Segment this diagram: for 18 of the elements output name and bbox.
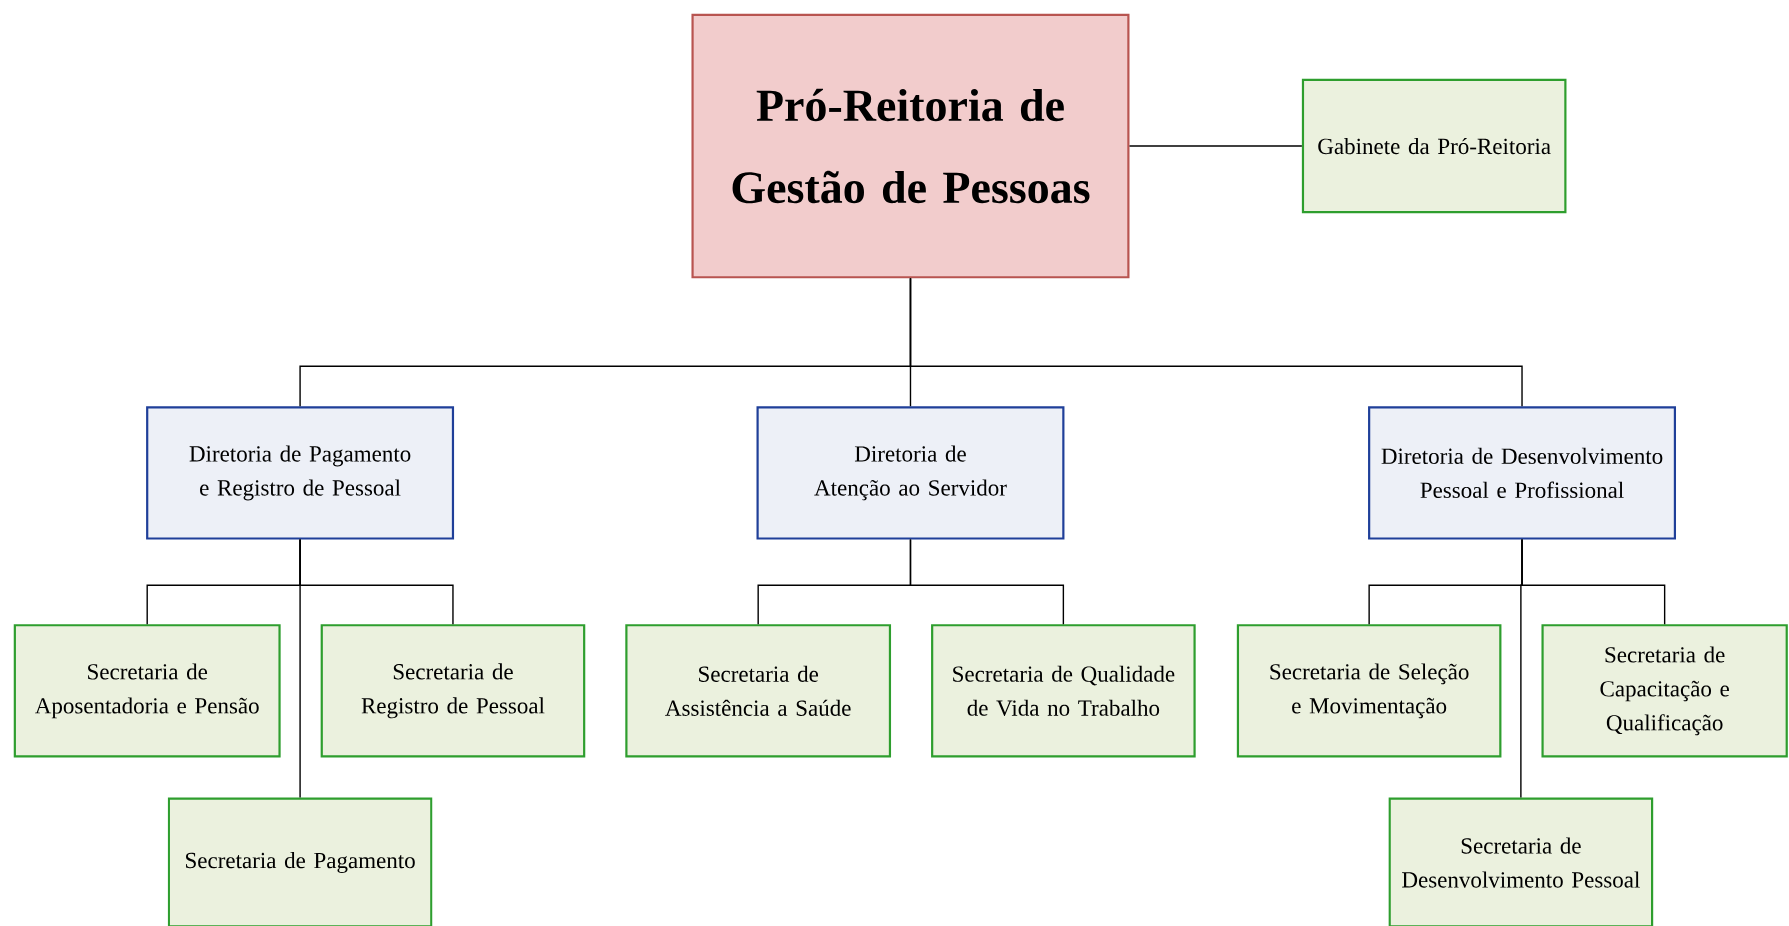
secretariat-box: Secretaria de Qualidade de Vida no Trabalho (931, 624, 1196, 758)
secretariat-box: Secretaria de Aposentadoria e Pensão (13, 624, 281, 758)
secretariat-box: Secretaria de Registro de Pessoal (320, 624, 586, 758)
secretariat-box: Secretaria de Assistência a Saúde (625, 624, 892, 758)
secretariat-box: Secretaria de Seleção e Movimentação (1236, 624, 1502, 758)
connector-line (299, 538, 301, 799)
secretariat-box: Gabinete da Pró-Reitoria (1301, 78, 1567, 214)
connector-line (1128, 145, 1303, 147)
directorate-box: Diretoria de Pagamento e Registro de Pessoal (146, 406, 455, 540)
main-title-box: Pró-Reitoria de Gestão de Pessoas (691, 13, 1130, 279)
directorate-box: Diretoria de Atenção ao Servidor (756, 406, 1065, 540)
connector-line (909, 277, 1523, 407)
directorate-box: Diretoria de Desenvolvimento Pessoal e Profissional (1368, 406, 1676, 540)
secretariat-box: Secretaria de Desenvolvimento Pessoal (1388, 797, 1654, 926)
secretariat-box: Secretaria de Capacitação e Qualificação (1541, 624, 1788, 758)
connector-line (909, 538, 1065, 625)
connector-line (1520, 538, 1523, 799)
secretariat-box: Secretaria de Pagamento (167, 797, 433, 926)
